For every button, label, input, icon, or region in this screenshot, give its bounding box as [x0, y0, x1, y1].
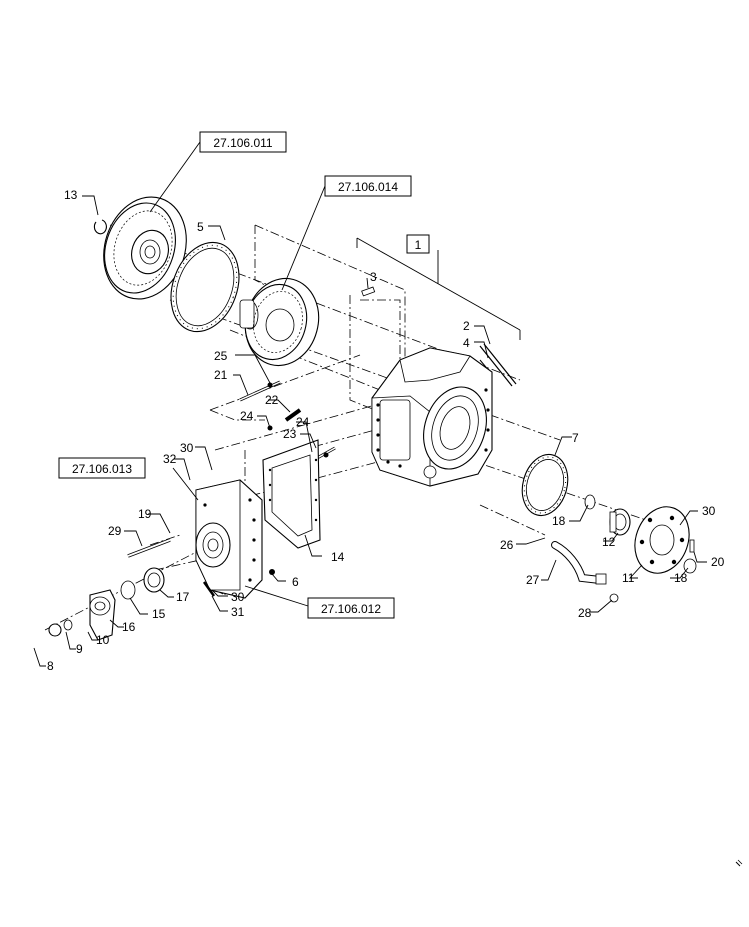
callout-18: 18: [552, 514, 566, 528]
pressure-plate-assembly: [239, 277, 320, 367]
callout-27: 27: [526, 573, 540, 587]
callout-14: 14: [331, 550, 345, 564]
callout-32: 32: [163, 452, 177, 466]
rear-cover: [634, 506, 690, 574]
callout-11: 11: [622, 571, 635, 585]
callout-24: 24: [240, 409, 254, 423]
transmission-housing: [371, 347, 493, 487]
plug: [269, 569, 275, 575]
reference-label: 27.106.012: [321, 602, 381, 616]
dowel-pin: [361, 286, 376, 297]
callout-12: 12: [602, 535, 616, 549]
callout-29: 29: [108, 524, 122, 538]
front-adapter-housing: [195, 479, 263, 599]
leader-lines: [33, 141, 707, 667]
washer: [63, 619, 73, 631]
reference-label: 27.106.014: [338, 180, 398, 194]
studs: [239, 380, 336, 464]
callout-19: 19: [138, 507, 152, 521]
reference-label: 27.106.013: [72, 462, 132, 476]
callout-7: 7: [572, 431, 579, 445]
bearing: [609, 508, 631, 536]
callout-1: 1: [415, 238, 422, 252]
callout-23: 23: [283, 427, 297, 441]
reference-label: 27.106.011: [213, 136, 272, 150]
callout-numbers: 13 5 3 2 4 25 21 22 24 24 23 30 32 7 18 …: [47, 188, 725, 673]
oil-seal: [143, 567, 165, 593]
callout-30: 30: [702, 504, 716, 518]
callout-17: 17: [176, 590, 190, 604]
output-flange: [89, 589, 116, 641]
retaining-ring: [120, 580, 136, 600]
callout-box-1: 1: [406, 234, 430, 254]
callout-3: 3: [370, 270, 377, 284]
callout-30: 30: [231, 590, 245, 604]
reference-box-27-106-013[interactable]: 27.106.013: [58, 457, 146, 479]
callout-28: 28: [578, 606, 592, 620]
callout-21: 21: [214, 368, 228, 382]
reference-box-27-106-014[interactable]: 27.106.014: [324, 175, 412, 197]
gasket: [170, 241, 240, 333]
callout-10: 10: [96, 633, 110, 647]
callout-2: 2: [463, 319, 470, 333]
callout-16: 16: [122, 620, 136, 634]
callout-25: 25: [214, 349, 228, 363]
callout-6: 6: [292, 575, 299, 589]
clutch-cover-assembly: [103, 196, 187, 300]
callout-8: 8: [47, 659, 54, 673]
reference-box-27-106-011[interactable]: 27.106.011: [199, 131, 287, 153]
callout-30: 30: [180, 441, 194, 455]
callout-26: 26: [500, 538, 514, 552]
rear-gasket: [521, 453, 569, 517]
callout-9: 9: [76, 642, 83, 656]
small-bolt: [202, 581, 216, 597]
callout-15: 15: [152, 607, 166, 621]
adapter-gasket: [262, 439, 321, 549]
callout-5: 5: [197, 220, 204, 234]
callout-31: 31: [231, 605, 245, 619]
callout-22: 22: [265, 393, 279, 407]
o-ring: [584, 494, 596, 510]
reference-box-27-106-012[interactable]: 27.106.012: [307, 597, 395, 619]
bolt: [689, 539, 695, 553]
housing-bracket: [356, 237, 521, 340]
callout-13: 13: [64, 188, 78, 202]
nut: [48, 623, 62, 637]
callout-18: 18: [674, 571, 688, 585]
callout-20: 20: [711, 555, 725, 569]
callout-24: 24: [296, 415, 310, 429]
snap-ring: [93, 219, 107, 235]
long-bolt: [127, 538, 171, 558]
callout-4: 4: [463, 336, 470, 350]
corner-mark: [735, 859, 743, 867]
oil-tube: [551, 541, 607, 585]
